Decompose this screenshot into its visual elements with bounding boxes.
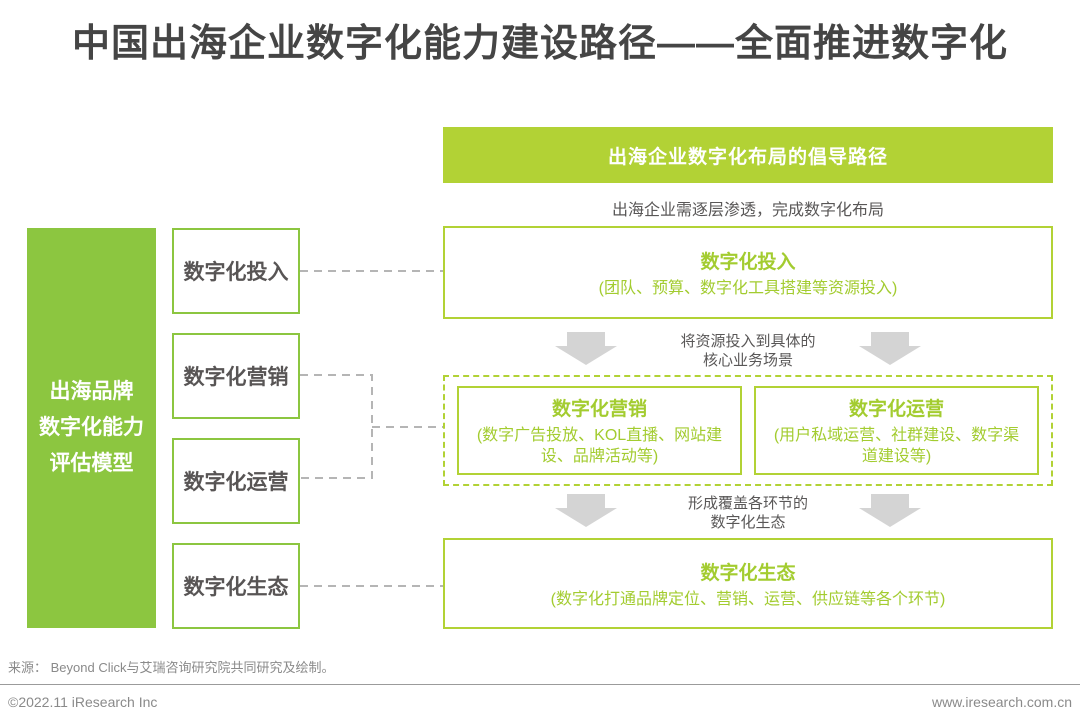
page-title: 中国出海企业数字化能力建设路径——全面推进数字化 (71, 23, 1008, 65)
capability-box-marketing: 数字化营销 (172, 333, 300, 419)
stage2-dashed-container: 数字化营销 (数字广告投放、KOL直播、网站建设、品牌活动等) 数字化运营 (用… (443, 375, 1053, 486)
stage-desc: (用户私域运营、社群建设、数字渠道建设等) (773, 427, 1020, 465)
transition-text-line2: 数字化生态 (710, 514, 786, 531)
right-panel-header: 出海企业数字化布局的倡导路径 (443, 127, 1053, 183)
capability-label: 数字化营销 (183, 366, 289, 389)
capability-label: 数字化生态 (183, 576, 289, 599)
capability-label: 数字化投入 (183, 261, 289, 284)
transition-resources: 将资源投入到具体的 核心业务场景 (443, 332, 1053, 370)
stage-desc: (数字化打通品牌定位、营销、运营、供应链等各个环节) (550, 590, 946, 608)
down-arrow-icon (555, 332, 617, 365)
right-panel-header-label: 出海企业数字化布局的倡导路径 (607, 146, 888, 168)
website-text: www.iresearch.com.cn (931, 694, 1072, 710)
stage-desc: (团队、预算、数字化工具搭建等资源投入) (598, 279, 898, 297)
transition-text-line1: 将资源投入到具体的 (680, 333, 816, 350)
stage-box-marketing: 数字化营销 (数字广告投放、KOL直播、网站建设、品牌活动等) (457, 386, 742, 475)
model-line-3: 评估模型 (49, 452, 134, 475)
capability-box-investment: 数字化投入 (172, 228, 300, 314)
transition-text-line1: 形成覆盖各环节的 (687, 495, 808, 512)
transition-text-line2: 核心业务场景 (702, 352, 793, 369)
stage-title: 数字化生态 (700, 562, 796, 584)
capability-box-ecosystem: 数字化生态 (172, 543, 300, 629)
right-panel-subheader: 出海企业需逐层渗透，完成数字化布局 (611, 202, 884, 219)
transition-ecosystem: 形成覆盖各环节的 数字化生态 (443, 494, 1053, 532)
model-line-1: 出海品牌 (49, 380, 134, 403)
capability-label: 数字化运营 (183, 471, 289, 494)
copyright-text: ©2022.11 iResearch Inc (8, 694, 158, 710)
stage-title: 数字化运营 (848, 399, 944, 420)
stage-title: 数字化营销 (551, 399, 647, 420)
down-arrow-icon (555, 494, 617, 527)
model-line-2: 数字化能力 (39, 416, 144, 439)
down-arrow-icon (859, 494, 921, 527)
source-note: 来源： Beyond Click与艾瑞咨询研究院共同研究及绘制。 (8, 660, 335, 675)
stage-desc: (数字广告投放、KOL直播、网站建设、品牌活动等) (476, 427, 723, 465)
stage-box-ecosystem: 数字化生态 (数字化打通品牌定位、营销、运营、供应链等各个环节) (443, 538, 1053, 629)
stage-box-investment: 数字化投入 (团队、预算、数字化工具搭建等资源投入) (443, 226, 1053, 319)
stage-title: 数字化投入 (700, 251, 796, 273)
down-arrow-icon (859, 332, 921, 365)
evaluation-model-panel: 出海品牌 数字化能力 评估模型 (27, 228, 156, 628)
capability-box-operations: 数字化运营 (172, 438, 300, 524)
stage-box-operations: 数字化运营 (用户私域运营、社群建设、数字渠道建设等) (754, 386, 1039, 475)
footer-divider (0, 684, 1080, 685)
